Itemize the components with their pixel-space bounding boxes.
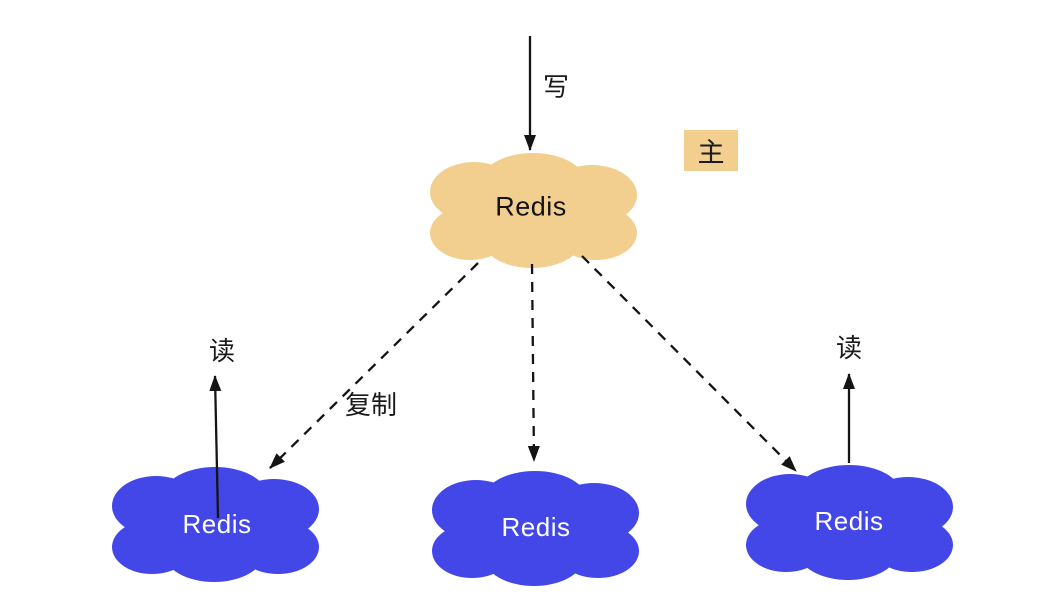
replica-left-node-label: Redis	[182, 509, 252, 539]
master-role-badge: 主	[684, 130, 738, 171]
read-arrow-left	[209, 375, 222, 519]
replicate-arrow-left	[269, 262, 479, 469]
replicate-arrow-right	[581, 255, 797, 472]
replicate-edge-label: 复制	[344, 390, 398, 420]
replicate-arrow-middle	[527, 263, 540, 462]
read-edge-label-right: 读	[835, 333, 863, 363]
read-edge-label-left: 读	[208, 336, 236, 366]
replica-middle-node-label: Redis	[501, 512, 571, 542]
master-role-badge-text: 主	[697, 138, 725, 168]
replica-right-node-label: Redis	[814, 506, 884, 536]
write-edge-label: 写	[542, 72, 570, 102]
master-node-label: Redis	[495, 191, 567, 222]
